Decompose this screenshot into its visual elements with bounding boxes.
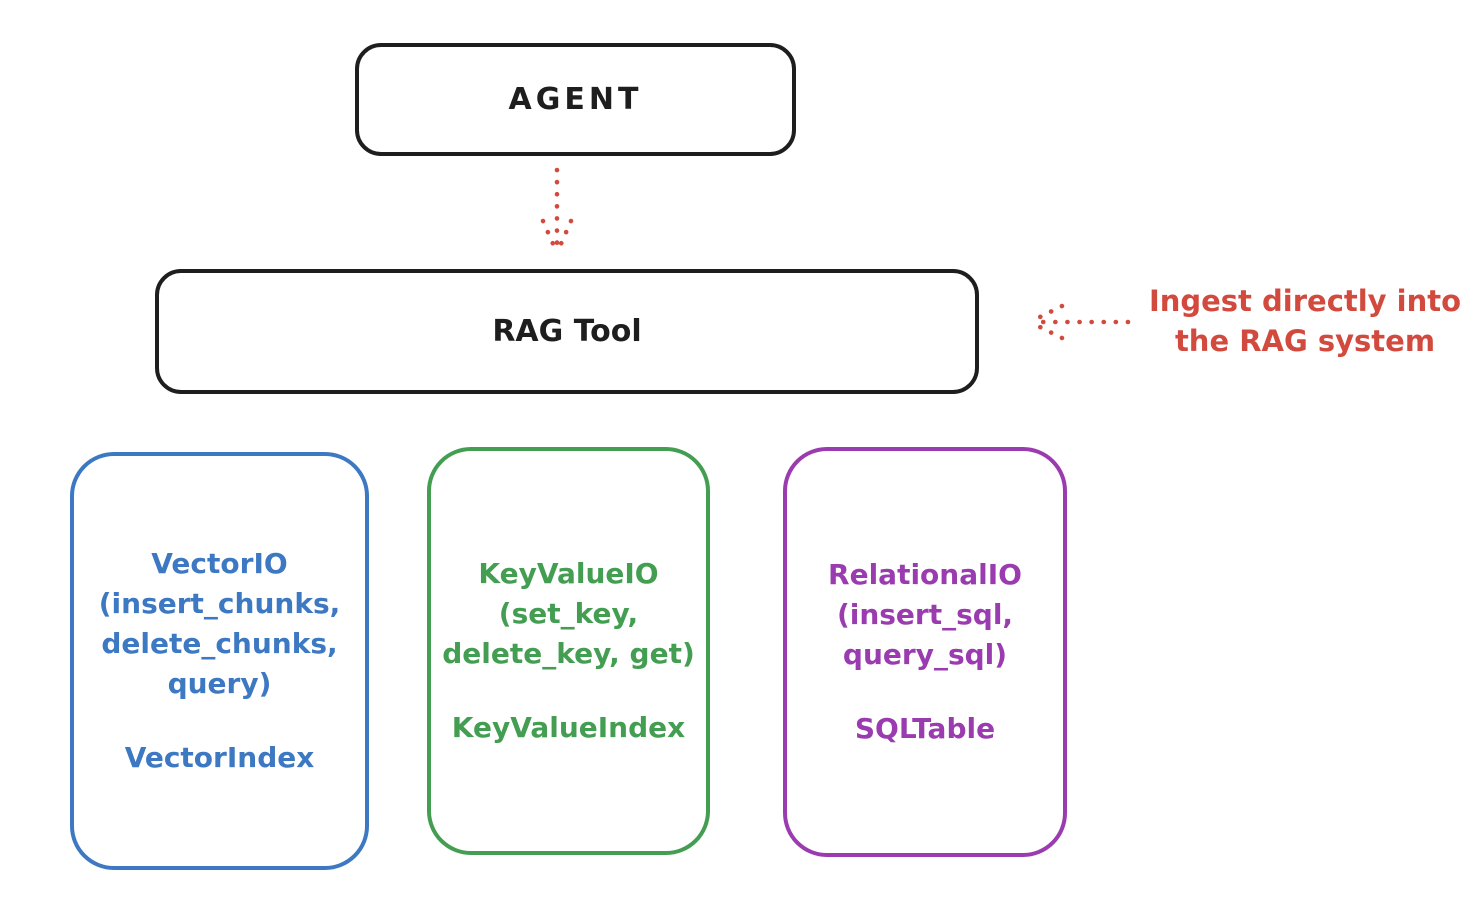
- keyvalue-io-title: KeyValueIO: [478, 557, 659, 590]
- rag-tool-box-label: RAG Tool: [492, 314, 642, 349]
- rag-tool-box: RAG Tool: [155, 269, 979, 394]
- ingest-annotation-line1: Ingest directly into: [1148, 284, 1462, 318]
- relational-io-methods-line2: query_sql): [842, 638, 1008, 671]
- agent-to-ragtool-arrow-icon: [540, 167, 574, 256]
- agent-box: AGENT: [355, 43, 796, 156]
- vector-io-methods-line2: delete_chunks,: [101, 627, 338, 660]
- relational-io-title: RelationalIO: [828, 558, 1022, 591]
- ingest-annotation: Ingest directly into the RAG system: [1135, 281, 1475, 361]
- vector-index-label: VectorIndex: [124, 741, 315, 774]
- relational-io-methods-line1: (insert_sql,: [836, 598, 1014, 631]
- ingest-annotation-arrow-icon: [1027, 303, 1131, 341]
- keyvalue-io-methods-line2: delete_key, get): [442, 637, 695, 670]
- vector-io-methods-line1: (insert_chunks,: [98, 587, 341, 620]
- agent-box-label: AGENT: [508, 82, 643, 117]
- vector-io-title: VectorIO: [151, 547, 288, 580]
- sql-table-label: SQLTable: [854, 712, 996, 745]
- relational-io-box: RelationalIO (insert_sql, query_sql) SQL…: [783, 447, 1067, 857]
- keyvalue-io-methods-line1: (set_key,: [498, 597, 639, 630]
- vector-io-methods-line3: query): [167, 667, 272, 700]
- ingest-annotation-line2: the RAG system: [1174, 324, 1436, 358]
- keyvalue-index-label: KeyValueIndex: [451, 711, 686, 744]
- keyvalue-io-box: KeyValueIO (set_key, delete_key, get) Ke…: [427, 447, 710, 855]
- vector-io-box: VectorIO (insert_chunks, delete_chunks, …: [70, 452, 369, 870]
